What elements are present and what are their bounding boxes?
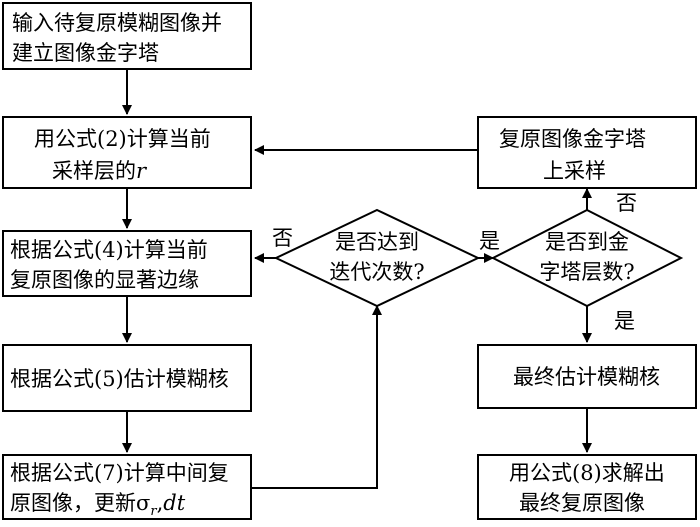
step-compute-r-line2: 采样层的r <box>52 156 146 186</box>
step-kernel-box: 根据公式(5)估计模糊核 <box>2 344 252 412</box>
step-upsample-line2: 上采样 <box>543 159 606 183</box>
step-final-kernel-line1: 最终估计模糊核 <box>513 365 660 389</box>
step-input-line1: 输入待复原模糊图像并 <box>12 11 222 35</box>
step-final-image-line1: 用公式(8)求解出 <box>509 461 665 485</box>
step-final-image-box: 用公式(8)求解出 最终复原图像 <box>477 454 697 520</box>
step-intermediate-line1: 根据公式(7)计算中间复 <box>10 461 229 485</box>
label-iterations-yes: 是 <box>479 229 500 253</box>
label-pyramid-yes: 是 <box>614 309 635 333</box>
variable-r: r <box>136 159 147 183</box>
step-compute-r-box: 用公式(2)计算当前 采样层的r <box>2 116 252 189</box>
step-edges-box: 根据公式(4)计算当前 复原图像的显著边缘 <box>2 230 252 297</box>
arrow-intermediate-to-iterations <box>252 305 382 489</box>
step-intermediate-line2-prefix: 原图像，更新 <box>10 491 136 515</box>
decision-pyramid-shape <box>490 208 684 308</box>
step-edges-line2: 复原图像的显著边缘 <box>10 268 199 292</box>
symbol-dt: dt <box>163 491 186 515</box>
decision-iterations-line2: 迭代次数? <box>329 260 425 284</box>
decision-iterations-shape <box>273 208 481 308</box>
step-kernel-line1: 根据公式(5)估计模糊核 <box>10 367 229 391</box>
step-upsample-box: 复原图像金字塔 上采样 <box>477 116 697 189</box>
label-pyramid-no: 否 <box>616 191 637 215</box>
step-final-image-line2: 最终复原图像 <box>519 491 645 515</box>
step-compute-r-line2-prefix: 采样层的 <box>52 159 136 183</box>
step-final-kernel-box: 最终估计模糊核 <box>477 344 697 409</box>
step-upsample-line1: 复原图像金字塔 <box>499 127 646 151</box>
step-input-box: 输入待复原模糊图像并 建立图像金字塔 <box>2 2 252 70</box>
symbol-sigma: σ <box>136 491 151 515</box>
decision-pyramid-line2: 字塔层数? <box>539 260 635 284</box>
label-iterations-no: 否 <box>272 226 293 250</box>
symbol-sigma-subscript: r <box>150 504 157 520</box>
decision-pyramid-line1: 是否到金 <box>545 230 629 254</box>
step-compute-r-line1: 用公式(2)计算当前 <box>34 127 211 151</box>
step-intermediate-box: 根据公式(7)计算中间复 原图像，更新σr,dt <box>2 454 252 520</box>
step-edges-line1: 根据公式(4)计算当前 <box>10 238 208 262</box>
step-intermediate-line2: 原图像，更新σr,dt <box>10 488 185 527</box>
decision-iterations-line1: 是否达到 <box>335 230 419 254</box>
symbol-separator: , <box>156 491 164 515</box>
step-input-line2: 建立图像金字塔 <box>12 41 159 65</box>
